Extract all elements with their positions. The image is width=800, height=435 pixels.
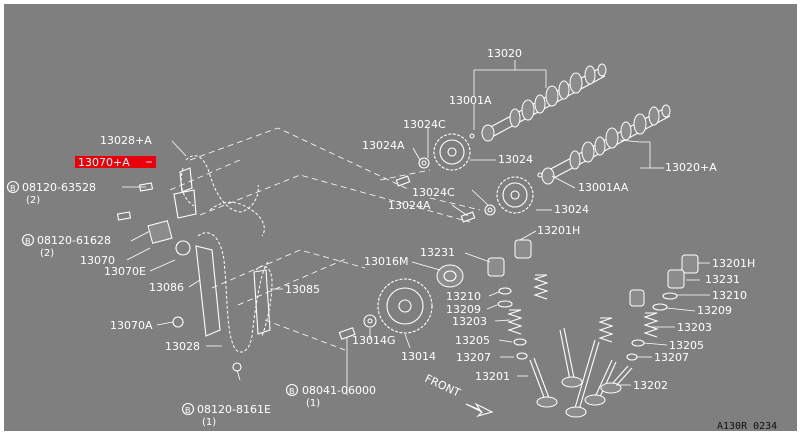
label-13201H-left[interactable]: 13201H xyxy=(537,224,580,237)
label-13028[interactable]: 13028 xyxy=(165,340,200,353)
bolt-mark-3: B xyxy=(185,406,191,415)
label-13028A[interactable]: 13028+A xyxy=(100,134,152,147)
label-13024C-top[interactable]: 13024C xyxy=(403,118,446,131)
label-13070A[interactable]: 13070A xyxy=(110,319,153,332)
label-13024A-low[interactable]: 13024A xyxy=(388,199,431,212)
cam-sprocket-upper xyxy=(395,133,471,187)
label-13014[interactable]: 13014 xyxy=(401,350,436,363)
leader-lines xyxy=(122,60,710,395)
label-13201H-right[interactable]: 13201H xyxy=(712,257,755,270)
idler-parts xyxy=(338,264,464,340)
bolt-marker-icons xyxy=(6,180,299,416)
label-13014G[interactable]: 13014G xyxy=(352,334,396,347)
label-08120-63528-qty: (2) xyxy=(26,195,40,206)
label-13070A-highlighted[interactable]: 13070+A xyxy=(78,156,130,169)
label-13024C-low[interactable]: 13024C xyxy=(412,186,455,199)
part-labels: 13020 13001A 13024C 13024A 13024 13020+A… xyxy=(10,47,755,428)
diagram-code: A130R 0234 xyxy=(717,421,777,432)
label-13205-left[interactable]: 13205 xyxy=(455,334,490,347)
label-13231-right[interactable]: 13231 xyxy=(705,273,740,286)
label-13086[interactable]: 13086 xyxy=(149,281,184,294)
label-13020[interactable]: 13020 xyxy=(487,47,522,60)
label-13207-left[interactable]: 13207 xyxy=(456,351,491,364)
label-08041-06000-qty: (1) xyxy=(306,398,320,409)
label-08120-63528[interactable]: 08120-63528 xyxy=(22,181,96,194)
bolt-mark-4: B xyxy=(289,387,295,396)
diagram-panel xyxy=(4,4,797,431)
label-13210-right[interactable]: 13210 xyxy=(712,289,747,302)
label-13024A-top[interactable]: 13024A xyxy=(362,139,405,152)
label-13231-left[interactable]: 13231 xyxy=(420,246,455,259)
camshaft-lower xyxy=(537,104,671,185)
label-13024-low[interactable]: 13024 xyxy=(554,203,589,216)
label-13207-right[interactable]: 13207 xyxy=(654,351,689,364)
label-13070[interactable]: 13070 xyxy=(80,254,115,267)
label-13024-top[interactable]: 13024 xyxy=(498,153,533,166)
label-13210-left[interactable]: 13210 xyxy=(446,290,481,303)
valve-train-right xyxy=(565,254,699,418)
label-08120-61628-qty: (2) xyxy=(40,248,54,259)
label-13209-left[interactable]: 13209 xyxy=(446,303,481,316)
label-13070E[interactable]: 13070E xyxy=(104,265,146,278)
label-08120-8161E[interactable]: 08120-8161E xyxy=(197,403,271,416)
label-08041-06000[interactable]: 08041-06000 xyxy=(302,384,376,397)
dashed-reference-lines xyxy=(169,127,481,351)
valve-train-left xyxy=(487,239,583,408)
label-08120-8161E-qty: (1) xyxy=(202,417,216,428)
label-13201-left[interactable]: 13201 xyxy=(475,370,510,383)
bolt-mark-1: B xyxy=(10,184,16,193)
label-13203-left[interactable]: 13203 xyxy=(452,315,487,328)
label-13001AA[interactable]: 13001AA xyxy=(578,181,629,194)
label-08120-61628[interactable]: 08120-61628 xyxy=(37,234,111,247)
label-13016M[interactable]: 13016M xyxy=(364,255,408,268)
front-arrow-icon xyxy=(465,402,494,418)
highlight-box xyxy=(75,156,156,168)
label-13001A[interactable]: 13001A xyxy=(449,94,492,107)
cam-sprocket-lower xyxy=(460,176,534,223)
label-13209-right[interactable]: 13209 xyxy=(697,304,732,317)
label-13020A[interactable]: 13020+A xyxy=(665,161,717,174)
label-13203-right[interactable]: 13203 xyxy=(677,321,712,334)
camshaft-upper xyxy=(469,63,607,142)
label-13085[interactable]: 13085 xyxy=(285,283,320,296)
label-13205-right[interactable]: 13205 xyxy=(669,339,704,352)
bolt-mark-2: B xyxy=(25,237,31,246)
timing-chain-lower xyxy=(197,232,273,353)
label-13202[interactable]: 13202 xyxy=(633,379,668,392)
timing-chain-upper xyxy=(180,155,265,237)
